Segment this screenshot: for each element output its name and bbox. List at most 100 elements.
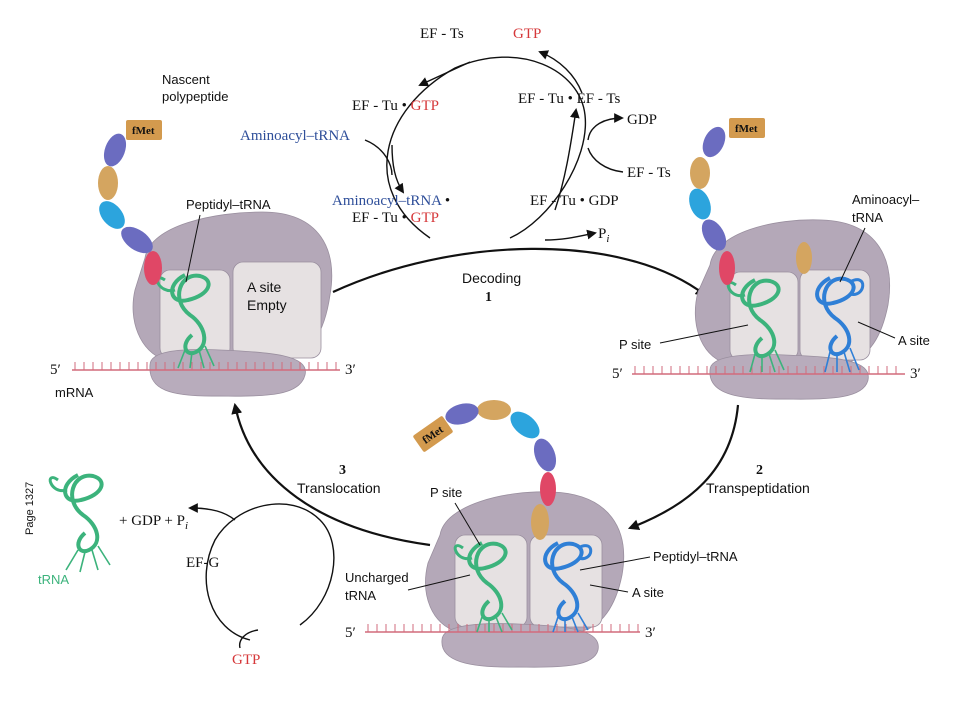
a-site-empty-line1: A site: [247, 279, 281, 295]
gtp-join-arrow: [238, 629, 259, 649]
ribosome-3-p-site-label: P site: [430, 485, 462, 500]
released-green-trna-body: [63, 473, 104, 554]
ribosome-3-blue-anticodon: [552, 612, 589, 633]
cycle-arrow-to-ternary: [391, 144, 405, 194]
ribosome-2-amino-acid-bead: [796, 242, 812, 274]
r2-bead-purple: [701, 219, 727, 251]
ribosome-2-peptidyl-trna: [726, 278, 785, 373]
ef-tu-gtp-dot: •: [398, 98, 411, 114]
chain-bead-tan: [98, 166, 118, 200]
ribosome-2-p-site-leader: [659, 324, 749, 344]
aminoacyl-leader: [839, 227, 866, 283]
translocation-arrow: [231, 402, 431, 547]
decoding-number: 1: [485, 290, 492, 305]
ribosome-2-green-trna-loop: [726, 281, 746, 298]
gdp-pi-label: + GDP + Pi: [119, 513, 188, 532]
ribosome-2-three-prime: 3′: [910, 366, 921, 382]
ef-tu-cycle-circle: [386, 56, 587, 239]
chain-bead-purple-2: [103, 133, 127, 167]
ribosome-3-blue-trna-loop: [577, 544, 593, 561]
ribosome-2-blue-trna-body: [815, 276, 856, 357]
gdp-pi-sub: i: [185, 520, 188, 532]
page-number-note: Page 1327: [24, 482, 36, 535]
ef-tu-gtp-prefix: EF - Tu: [352, 98, 398, 114]
trna-label: tRNA: [38, 572, 69, 587]
ribosome-2-aminoacyl-trna: [796, 242, 865, 373]
a-site-empty-line2: Empty: [247, 297, 287, 313]
ribosome-1-small-subunit: [149, 349, 306, 397]
ef-tu-gtp-gtp: GTP: [411, 98, 439, 114]
pi-p: P: [598, 226, 606, 242]
released-trna: [48, 473, 111, 573]
aminoacyl-join-arrow: [364, 139, 393, 176]
ef-tu-gdp-label: EF - Tu • GDP: [530, 193, 619, 209]
nascent-line1: Nascent: [162, 72, 210, 87]
ribosome-1-green-anticodon: [177, 345, 215, 369]
ternary-line1: Aminoacyl–tRNA •: [332, 193, 450, 209]
transpeptidation-label: Transpeptidation: [706, 480, 810, 496]
ef-g-label: EF-G: [186, 555, 220, 571]
cycle-arrow-from-exchange: [538, 50, 583, 94]
ternary-line2-dot: •: [398, 210, 411, 226]
uncharged-line2: tRNA: [345, 588, 376, 603]
r2-bead-pink: [719, 251, 735, 285]
r3-bead-cyan: [510, 411, 540, 439]
ribosome-2-mrna-codon-ticks: [634, 366, 897, 374]
transpeptidation-arrow: [627, 404, 740, 530]
ef-tu-ef-ts-label: EF - Tu • EF - Ts: [518, 91, 620, 107]
translocation-label: Translocation: [297, 480, 381, 496]
gdp-release-arrow: [587, 113, 624, 141]
ternary-line1-text: Aminoacyl–tRNA: [332, 193, 442, 209]
decoding-arrow: [332, 247, 707, 297]
r2-bead-purple-2: [702, 126, 726, 158]
pi-sub: i: [606, 233, 609, 245]
aminoacyl-line2: tRNA: [852, 210, 883, 225]
r3-bead-purple: [533, 438, 557, 472]
ribosome-2-blue-anticodon: [824, 347, 860, 373]
ribosome-1-peptidyl-trna: [155, 273, 215, 369]
nascent-line2: polypeptide: [162, 89, 229, 104]
transpeptidation-number: 2: [756, 463, 763, 478]
ribosome-1-three-prime: 3′: [345, 362, 356, 378]
ribosome-3-p-site-leader: [454, 502, 481, 546]
gdp-label: GDP: [627, 112, 657, 128]
pi-label: Pi: [598, 226, 609, 245]
ribosome-3-a-site-leader: [589, 584, 629, 593]
ef-tu-gtp-label: EF - Tu • GTP: [352, 98, 439, 114]
gtp-top-label: GTP: [513, 26, 541, 42]
ternary-line1-dot: •: [441, 193, 450, 209]
ef-ts-top-label: EF - Ts: [420, 26, 464, 42]
ribosome-3: 5′ 3′ fMet P site Peptidyl–tRNA: [345, 400, 738, 668]
ribosome-3-mrna-codon-ticks: [367, 624, 639, 632]
ribosome-3-small-subunit: [441, 623, 599, 668]
released-green-trna-loop: [48, 476, 68, 493]
ribosome-3-a-site-label: A site: [632, 585, 664, 600]
ribosome-3-green-anticodon: [476, 612, 513, 633]
ribosome-2-blue-trna-loop: [849, 278, 865, 296]
ribosome-1-p-site: [159, 269, 231, 359]
gdp-pi-text: + GDP + P: [119, 513, 185, 529]
cycle-arrow-to-ef-tu-gtp: [418, 61, 471, 87]
ternary-line2-gtp: GTP: [411, 210, 439, 226]
aminoacyl-line1: Aminoacyl–: [852, 192, 920, 207]
ribosome-3-peptidyl-trna: [543, 541, 593, 633]
decoding-label: Decoding: [462, 270, 521, 286]
ribosome-3-uncharged-trna: [453, 541, 513, 633]
released-green-anticodon: [65, 545, 111, 573]
aminoacyl-trna-label: Aminoacyl–tRNA: [240, 128, 350, 144]
cycle-arrow-to-ef-tu-ef-ts: [554, 108, 580, 211]
r2-bead-tan: [690, 157, 710, 189]
ribosome-2-small-subunit: [709, 354, 869, 400]
ribosome-3-nascent-chain: fMet: [413, 400, 557, 540]
ternary-line2-prefix: EF - Tu: [352, 210, 398, 226]
ribosome-2-nascent-chain: fMet: [689, 118, 765, 285]
r2-bead-cyan: [689, 188, 711, 220]
r3-bead-tan-2: [477, 400, 511, 420]
ribosome-1-mrna-codon-ticks: [74, 362, 337, 370]
ribosome-2: 5′ 3′ fMet Aminoacyl– tRNA P site A site: [612, 118, 930, 400]
ribosome-1: 5′ 3′ mRNA fMet Nascent polypeptide Pept…: [50, 72, 356, 400]
ribosome-3-green-trna-loop: [453, 544, 473, 561]
fmet-box-3-group: fMet: [413, 416, 453, 452]
ribosome-3-peptidyl-label: Peptidyl–tRNA: [653, 549, 738, 564]
ribosome-2-p-site: [729, 271, 799, 361]
